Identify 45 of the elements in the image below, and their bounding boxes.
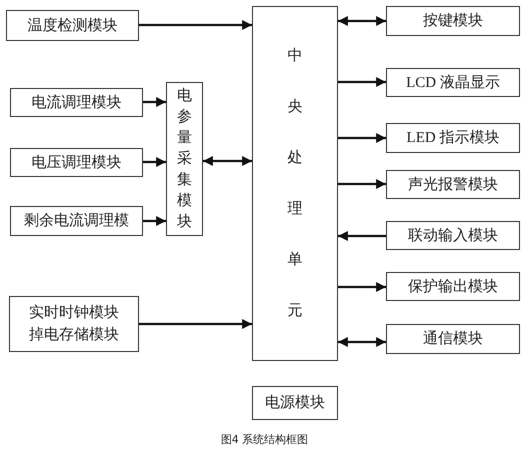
vertical-module-box: [166, 82, 203, 236]
figure-caption: 图4 系统结构框图: [220, 433, 308, 446]
module-label: 剩余电流调理模: [24, 211, 129, 231]
module-box: [386, 272, 520, 301]
arrow: [338, 133, 386, 143]
arrow: [139, 319, 252, 329]
vertical-module-box: [252, 6, 338, 361]
module-label: LED 指示模块: [406, 128, 500, 148]
module-box: [386, 6, 520, 36]
module-label: 电压调理模块: [32, 154, 122, 172]
arrow: [143, 97, 166, 107]
arrow: [338, 282, 386, 292]
module-box: [386, 123, 520, 153]
module-label: 实时时钟模块: [29, 304, 119, 323]
module-label: LCD 液晶显示: [406, 74, 500, 92]
arrow: [338, 16, 386, 26]
arrow: [338, 337, 386, 347]
module-label: 声光报警模块: [408, 176, 498, 194]
module-box: [386, 324, 520, 354]
module-label: 电流调理模块: [32, 93, 122, 112]
module-label: 中央处理单元: [287, 46, 303, 320]
module-box: [252, 386, 338, 420]
arrow: [143, 216, 166, 226]
module-box: [10, 88, 143, 117]
arrow: [139, 20, 252, 30]
arrow: [338, 77, 386, 87]
module-box: [386, 221, 520, 250]
module-box: [10, 148, 143, 177]
module-label: 温度检测模块: [28, 16, 118, 36]
module-label: 电参量采集模块: [176, 86, 192, 232]
arrow: [338, 231, 386, 241]
module-box: [386, 68, 520, 97]
module-box: [386, 170, 520, 199]
module-label: 电源模块: [265, 394, 325, 413]
module-box: [6, 10, 139, 41]
module-label: 联动输入模块: [408, 226, 498, 246]
arrow: [203, 156, 252, 166]
arrow: [143, 157, 166, 167]
module-label: 按键模块: [423, 12, 483, 31]
module-label: 掉电存储模块: [29, 326, 119, 345]
module-box: [9, 296, 139, 352]
module-label: 通信模块: [423, 330, 483, 349]
arrow: [338, 179, 386, 189]
module-label: 保护输出模块: [408, 278, 498, 296]
module-box: [10, 206, 143, 236]
